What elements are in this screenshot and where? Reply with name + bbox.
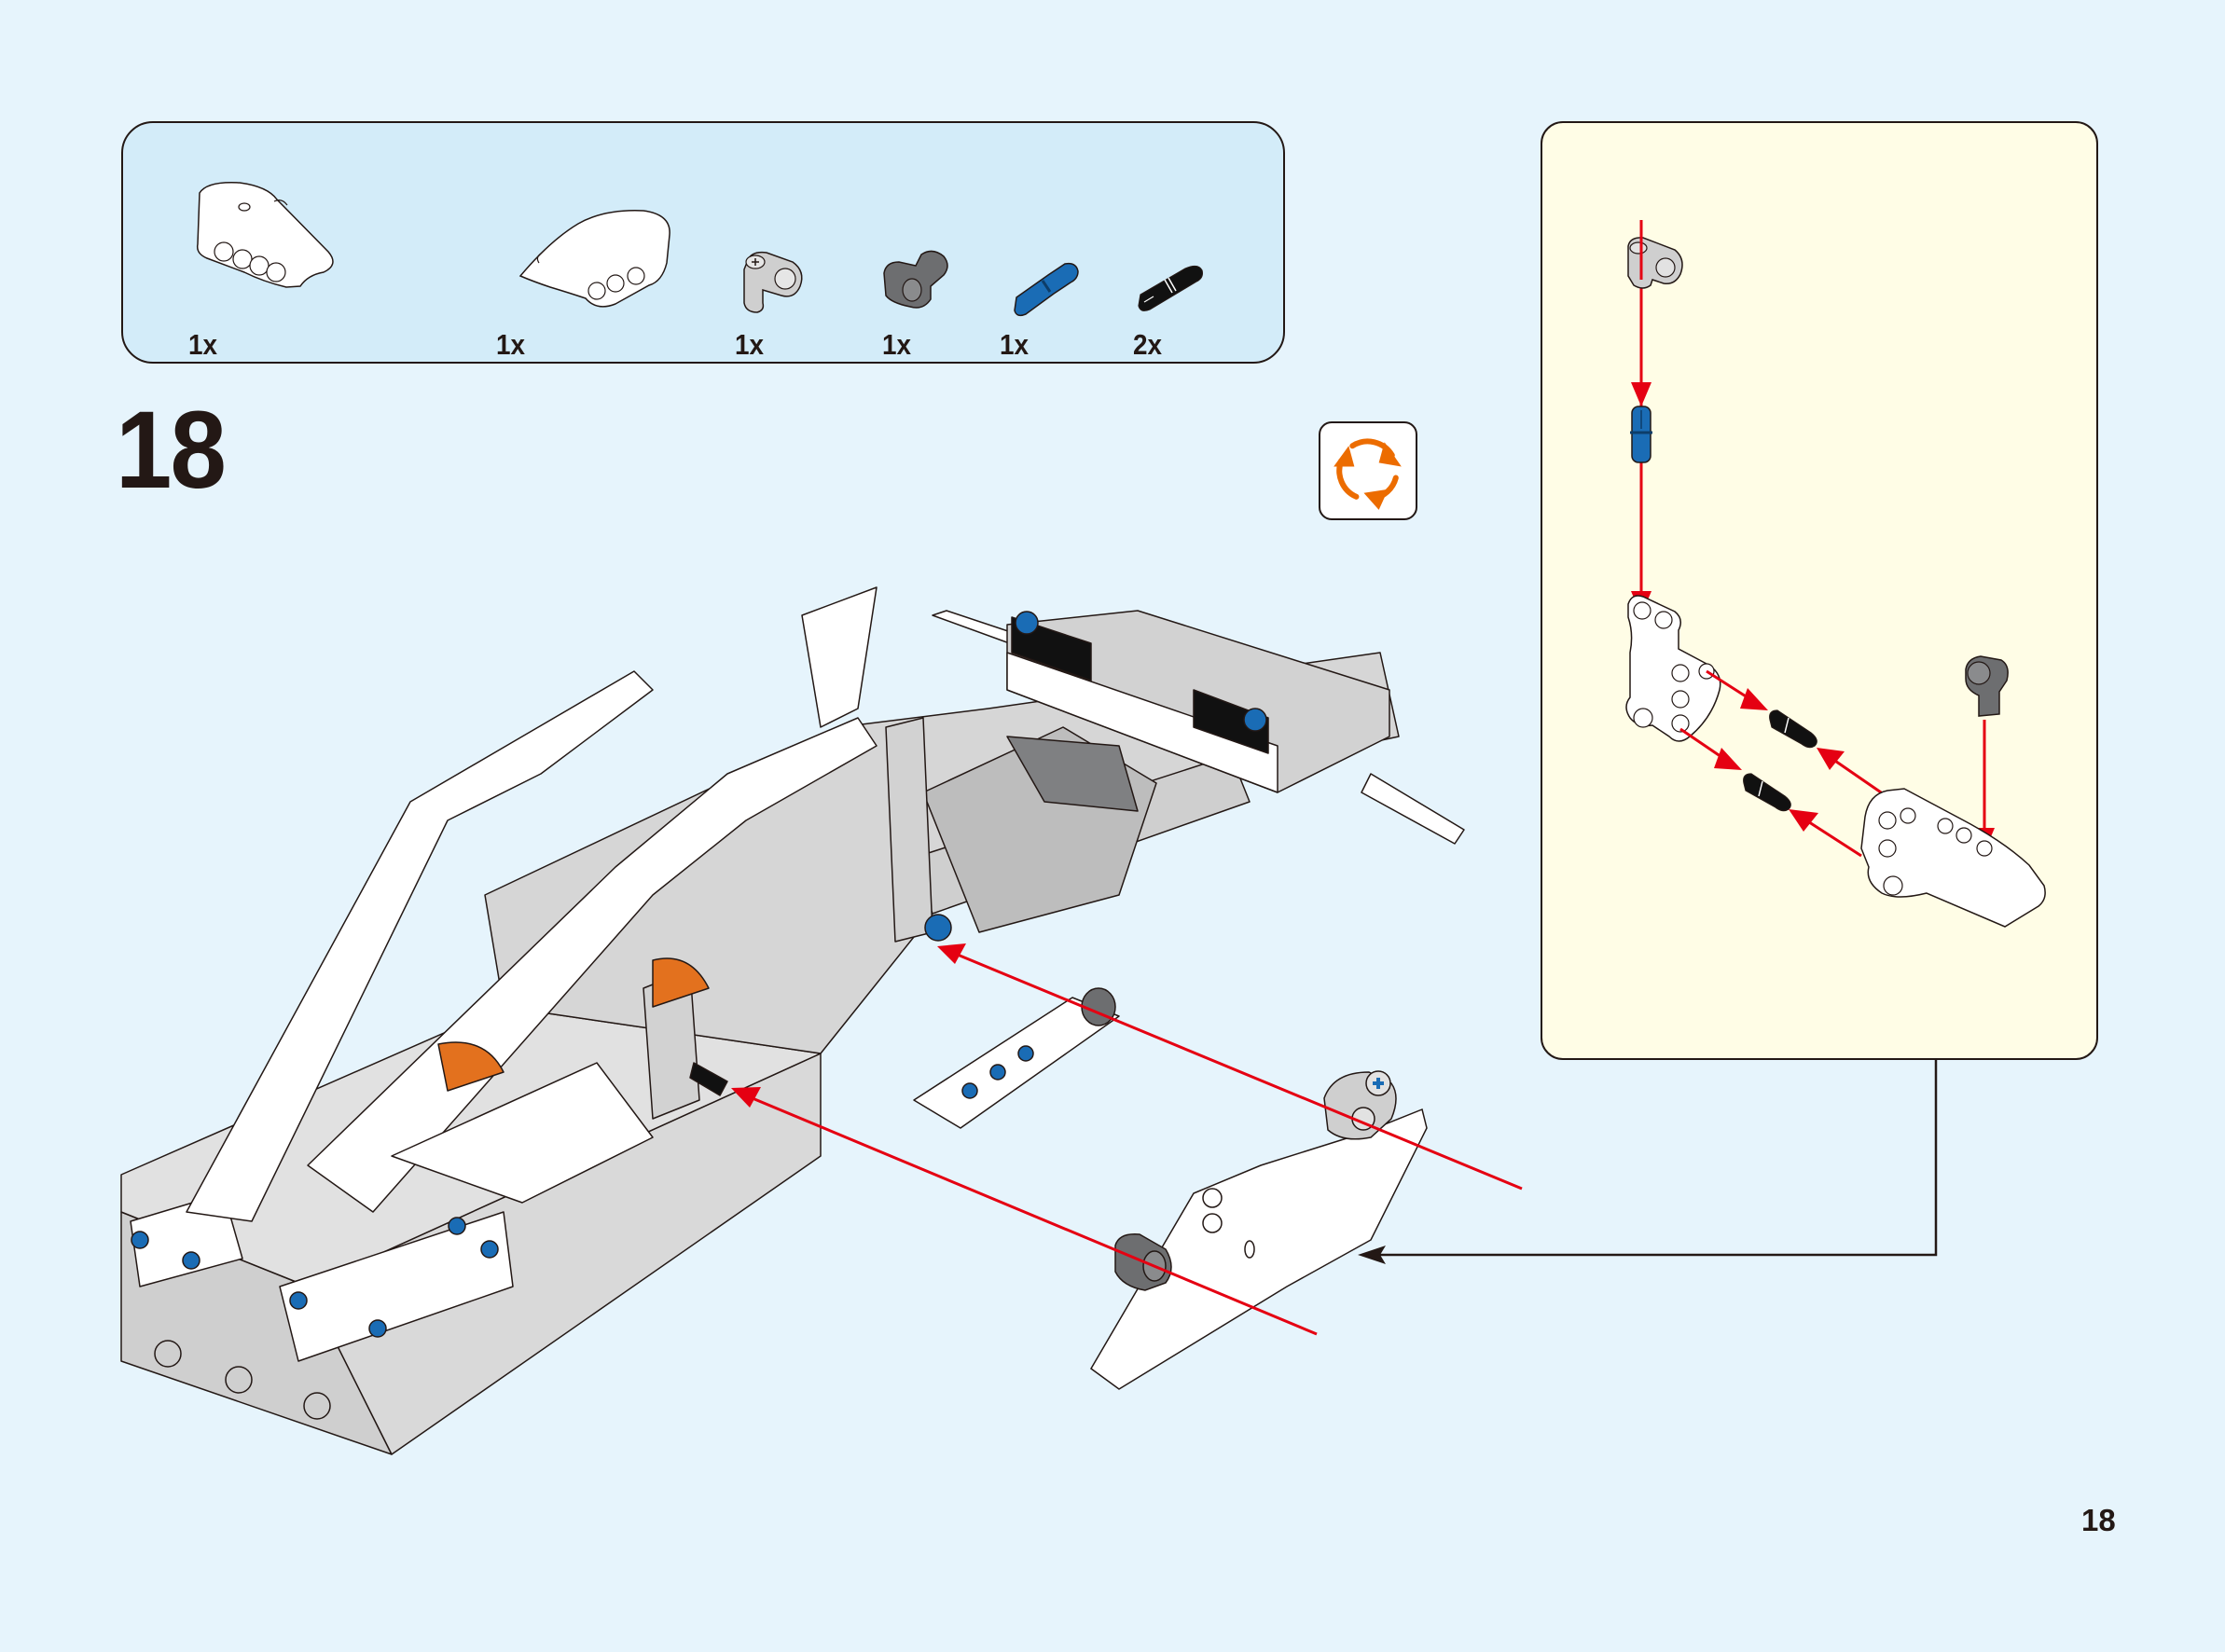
- rotate-arrows-icon: [1334, 438, 1402, 510]
- sub-assembly-callout: [1541, 121, 2098, 1060]
- model-chassis: [484, 652, 1400, 1054]
- quantity-label: 1x: [496, 328, 526, 361]
- model-base-block: [120, 1006, 822, 1455]
- axle-pin-connector-icon: [743, 251, 803, 313]
- axle-pin-blue-icon: [1014, 262, 1079, 317]
- curved-panel-small-icon: [518, 210, 670, 308]
- model-rear-frame: [932, 610, 1465, 845]
- model-motor: [922, 726, 1157, 933]
- attaching-curved-panel: [1090, 1108, 1428, 1390]
- assembly-arrowhead: [937, 943, 966, 964]
- attaching-light-grey-connector: [1323, 1070, 1397, 1140]
- model-orange-gear: [437, 957, 710, 1092]
- page-number: 18: [2081, 1503, 2116, 1537]
- model-black-pin: [689, 1062, 728, 1096]
- assembly-arrowhead: [731, 1087, 761, 1108]
- step-number: 18: [116, 389, 227, 512]
- model-vertical-beams: [643, 717, 952, 1120]
- assembly-arrow-line: [952, 951, 1523, 1191]
- callout-leader-arrowhead: [1358, 1246, 1386, 1264]
- rotate-model-indicator: [1319, 421, 1417, 520]
- model-side-arches: [186, 586, 878, 1222]
- callout-leader-line: [1375, 1060, 1938, 1257]
- attaching-dark-grey-connector: [1114, 1233, 1172, 1291]
- quantity-label: 1x: [735, 328, 765, 361]
- assembly-arrow-line: [747, 1094, 1318, 1336]
- model-front-frame: [130, 1192, 514, 1362]
- quantity-label: 1x: [882, 328, 912, 361]
- quantity-label: 1x: [188, 328, 218, 361]
- main-assembly-arrows: [731, 943, 1523, 1336]
- quantity-label: 2x: [1133, 328, 1163, 361]
- model-side-beam: [913, 987, 1120, 1129]
- friction-pin-black-icon: [1138, 265, 1203, 311]
- attaching-parts: [1090, 1070, 1428, 1390]
- curved-panel-large-icon: [196, 181, 334, 288]
- quantity-label: 1x: [1000, 328, 1030, 361]
- parts-list-panel: 1x 1x 1x 1x 1: [121, 121, 1285, 364]
- pin-connector-dark-grey-icon: [883, 250, 948, 309]
